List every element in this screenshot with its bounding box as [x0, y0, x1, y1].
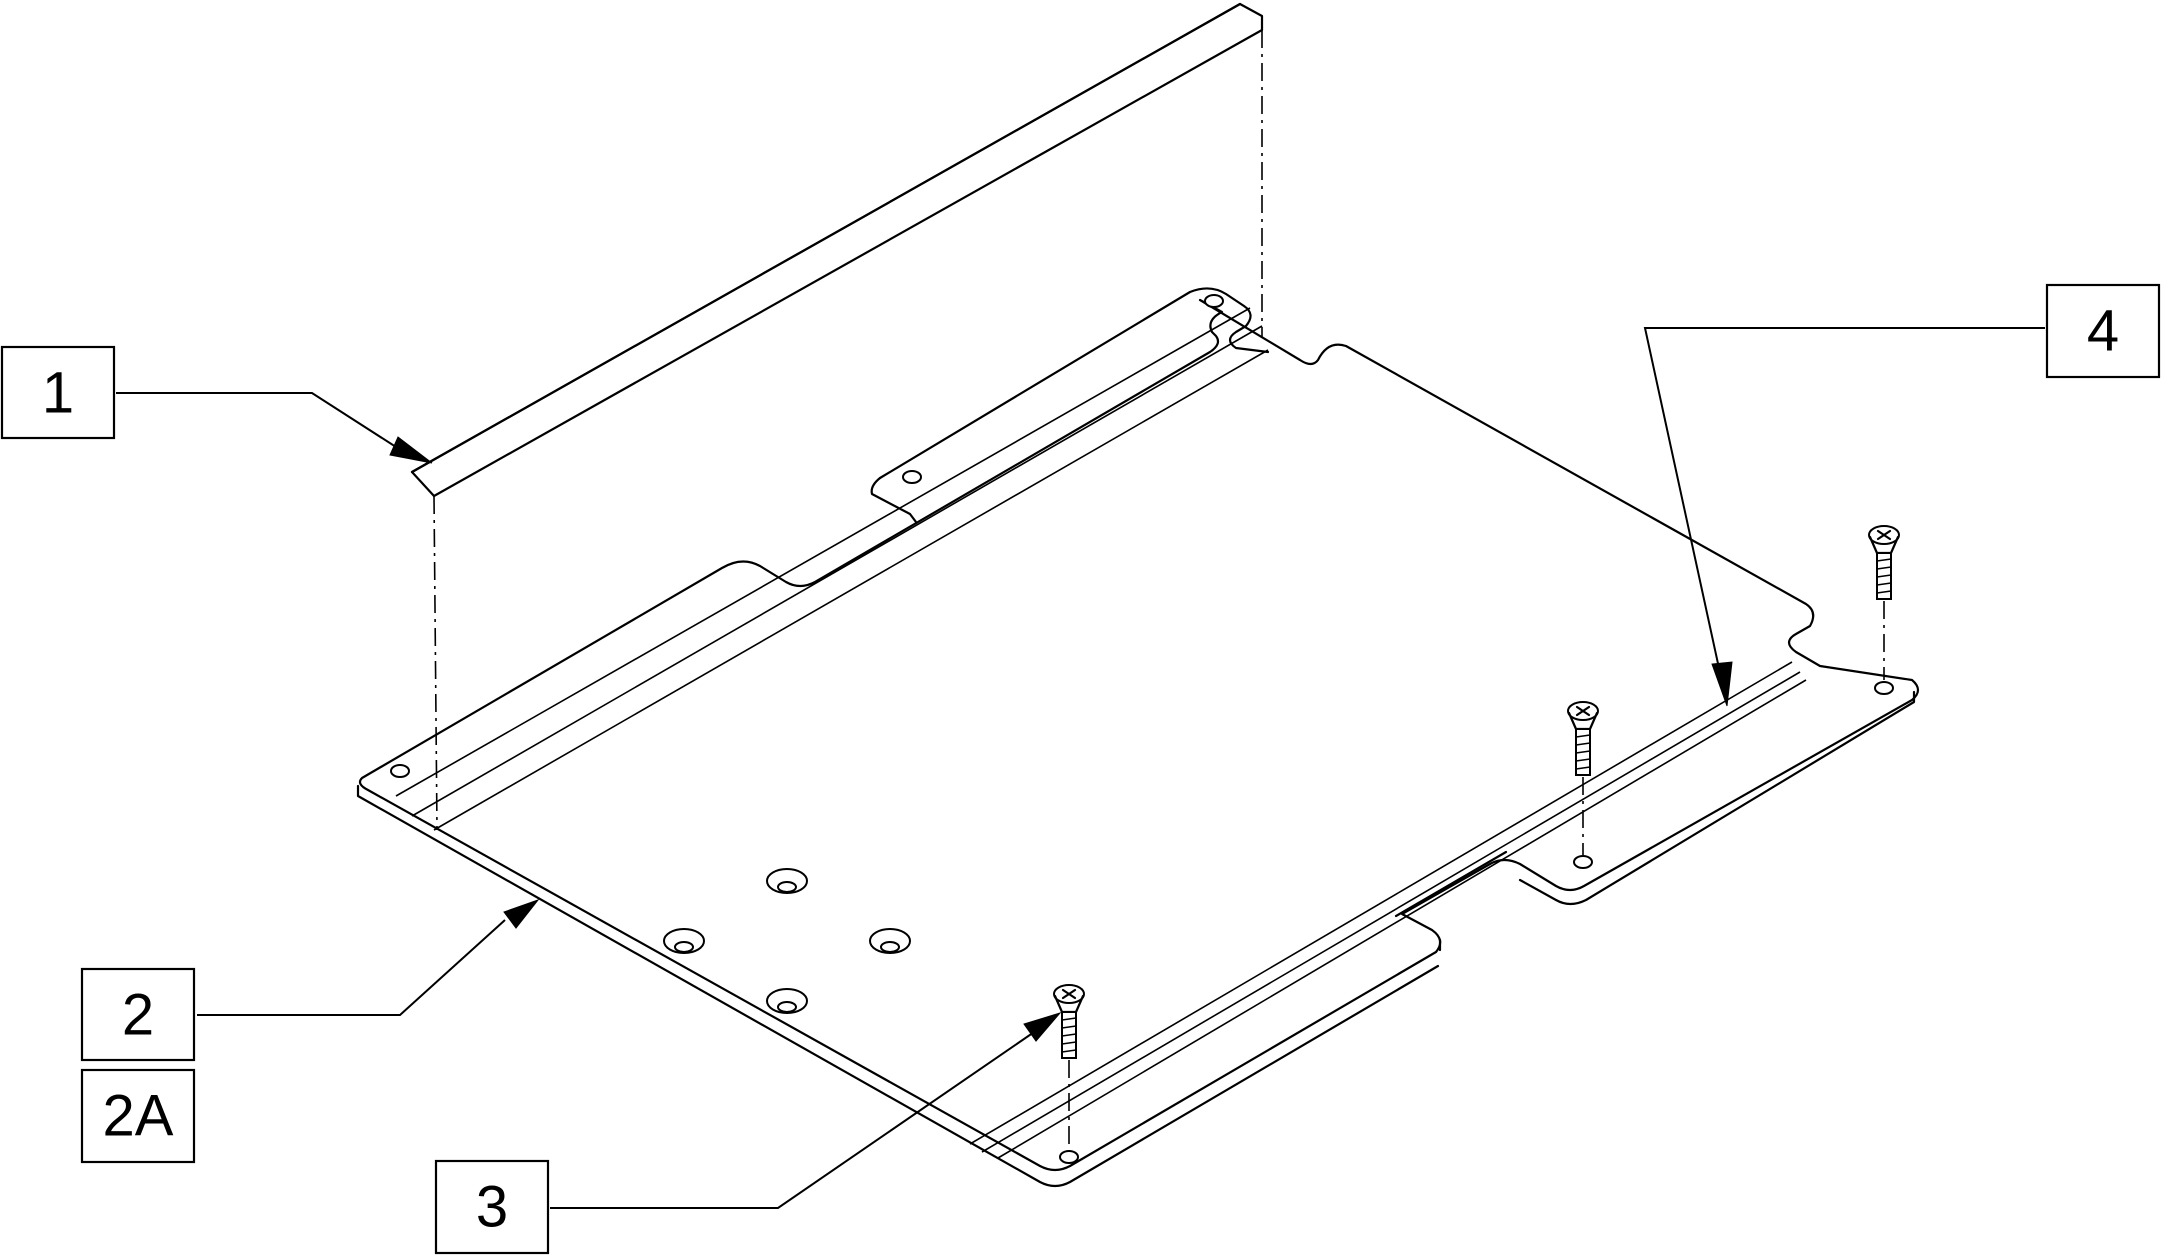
screw-right [1868, 525, 1900, 680]
back-plate-part-1 [410, 2, 1264, 831]
screw-part-3 [1053, 984, 1085, 1150]
screw-middle [1567, 701, 1599, 855]
callout-2-label: 2 [122, 983, 154, 1048]
callout-2a-label: 2A [103, 1084, 174, 1149]
callout-3: 3 [434, 1159, 550, 1255]
leader-2 [197, 898, 540, 1016]
leader-4 [1643, 327, 2045, 707]
leader-3 [550, 1012, 1062, 1209]
callout-1-label: 1 [42, 361, 74, 426]
callout-1: 1 [0, 345, 116, 440]
base-plate-part-2 [356, 287, 1920, 1188]
callout-2: 2 [80, 967, 196, 1062]
callout-2a: 2A [80, 1068, 196, 1164]
callout-4: 4 [2045, 283, 2161, 379]
callout-3-label: 3 [476, 1175, 508, 1240]
leader-1 [116, 392, 433, 464]
callout-4-label: 4 [2087, 299, 2119, 364]
